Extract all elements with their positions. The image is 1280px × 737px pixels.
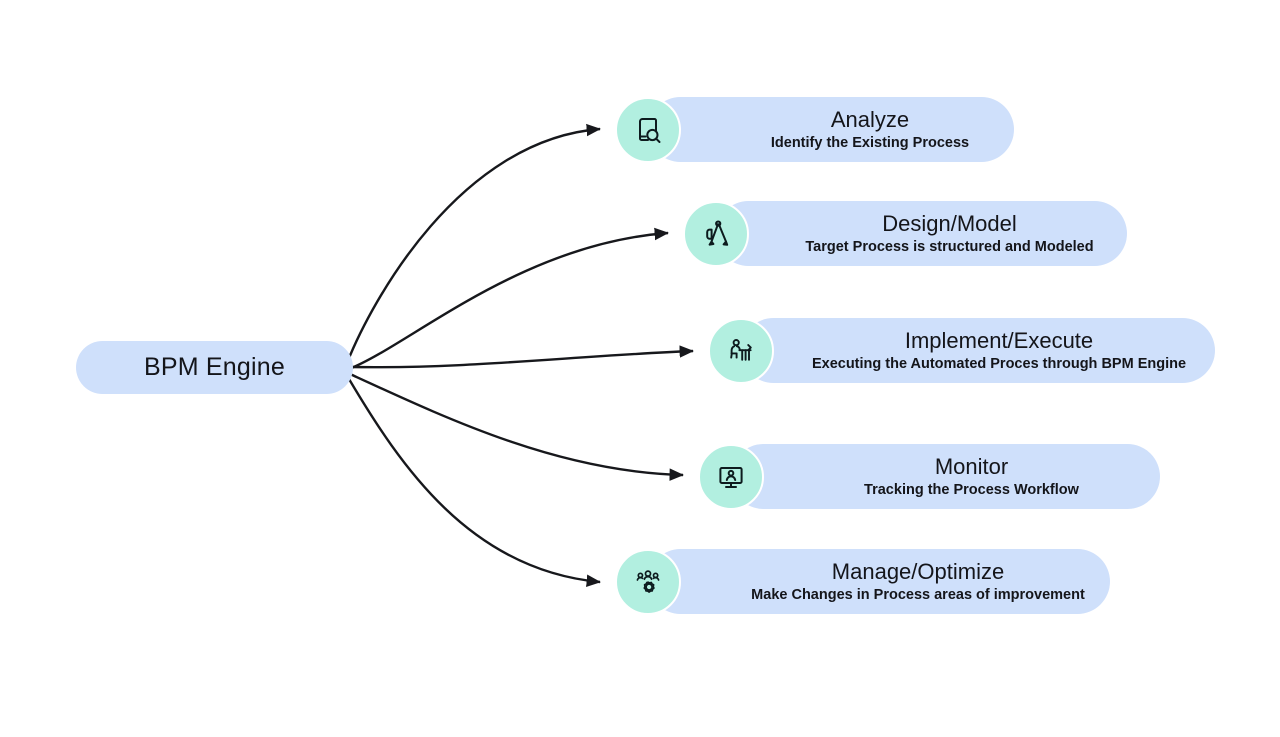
stage-card: [716, 201, 1127, 266]
connector-to-analyze: [345, 123, 601, 364]
stage-text-block: Design/Model Target Process is structure…: [772, 201, 1127, 266]
stage-subtitle: Make Changes in Process areas of improve…: [751, 586, 1085, 603]
stage-subtitle: Tracking the Process Workflow: [864, 481, 1079, 498]
stage-card: [648, 97, 1014, 162]
connector-to-monitor: [349, 372, 684, 481]
stage-title: Design/Model: [882, 211, 1017, 237]
stage-subtitle: Identify the Existing Process: [770, 134, 970, 151]
stage-monitor[interactable]: Monitor Tracking the Process Workflow: [698, 444, 1160, 510]
stage-title: Implement/Execute: [904, 328, 1094, 354]
stage-title: Manage/Optimize: [831, 559, 1005, 585]
root-node-label: BPM Engine: [144, 353, 285, 381]
stage-text-block: Implement/Execute Executing the Automate…: [783, 318, 1215, 383]
stage-card: [648, 549, 1110, 614]
connector-to-design-model: [348, 227, 669, 371]
stage-text-block: Monitor Tracking the Process Workflow: [783, 444, 1160, 509]
person-at-desk-icon: [708, 318, 774, 384]
stage-manage-optimize[interactable]: Manage/Optimize Make Changes in Process …: [615, 549, 1110, 615]
stage-card: [731, 444, 1160, 509]
stage-title: Analyze: [830, 107, 910, 133]
stage-analyze[interactable]: Analyze Identify the Existing Process: [615, 97, 1014, 163]
connector-to-manage-optimize: [347, 378, 601, 587]
stage-subtitle: Executing the Automated Proces through B…: [811, 355, 1187, 372]
document-search-icon: [615, 97, 681, 163]
stage-title: Monitor: [934, 454, 1009, 480]
stage-text-block: Analyze Identify the Existing Process: [726, 97, 1014, 162]
monitor-person-icon: [698, 444, 764, 510]
drafting-compass-icon: [683, 201, 749, 267]
people-gear-icon: [615, 549, 681, 615]
connector-to-implement-execute: [349, 345, 694, 369]
stage-text-block: Manage/Optimize Make Changes in Process …: [726, 549, 1110, 614]
stage-subtitle: Target Process is structured and Modeled: [805, 238, 1094, 255]
root-node-bpm-engine[interactable]: BPM Engine: [76, 341, 353, 394]
stage-implement-execute[interactable]: Implement/Execute Executing the Automate…: [708, 318, 1215, 384]
stage-card: [741, 318, 1215, 383]
stage-design-model[interactable]: Design/Model Target Process is structure…: [683, 201, 1127, 267]
